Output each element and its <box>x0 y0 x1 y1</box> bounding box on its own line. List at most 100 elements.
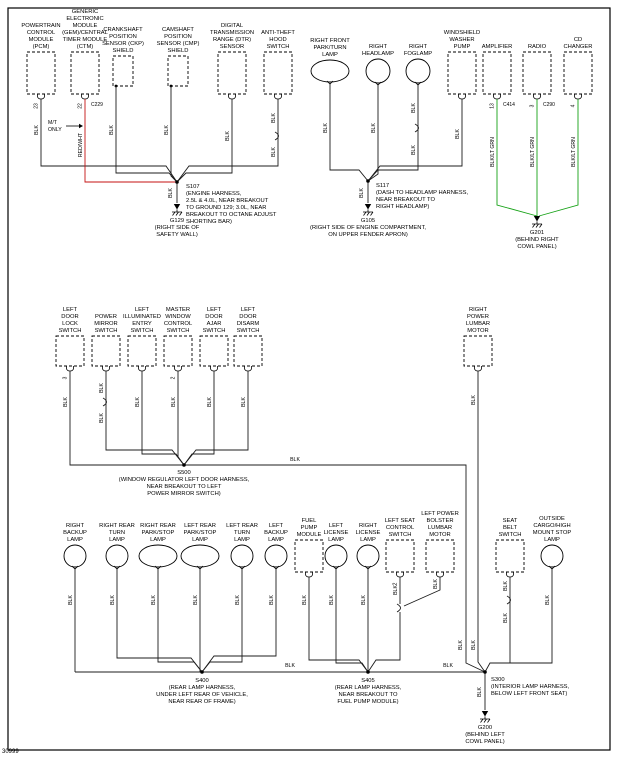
component-label: MODULE <box>29 37 54 43</box>
connector-label: C414 <box>503 102 515 108</box>
component-label: ANTI-THEFT <box>261 30 295 36</box>
wire-color-label: BLK/LT GRN <box>530 137 536 167</box>
component-label: CD <box>574 37 582 43</box>
junction-label-S300: S300(INTERIOR LAMP HARNESS,BELOW LEFT FR… <box>491 677 570 697</box>
lamp-symbol <box>230 544 254 568</box>
component-box <box>55 335 85 367</box>
component-label: LAMP <box>234 537 250 543</box>
junction-note-line: S405 <box>361 678 375 684</box>
wire-color-label: BLK <box>235 595 241 605</box>
component-label: SWITCH <box>131 328 154 334</box>
wire-color-label: BLK <box>63 397 69 407</box>
component-label: PARK/STOP <box>184 530 217 536</box>
wire-color-label: BLK <box>241 397 247 407</box>
page-id: 30999 <box>2 749 19 755</box>
component-label: SWITCH <box>95 328 118 334</box>
junction-note-line: NEAR BREAKOUT TO <box>339 692 398 698</box>
component-label: RIGHT <box>359 523 377 529</box>
ground-symbol-icon <box>172 209 183 216</box>
junction-label-S400: S400(REAR LAMP HARNESS,UNDER LEFT REAR O… <box>156 678 248 705</box>
component-label: POWER <box>95 314 117 320</box>
lamp-symbol <box>310 59 350 83</box>
connector-stub <box>458 94 466 100</box>
wire-color-label: BLK <box>168 188 174 198</box>
component-label: SWITCH <box>237 328 260 334</box>
connector-stub <box>228 94 236 100</box>
component-label: PUMP <box>454 44 471 50</box>
component-label: RADIO <box>528 44 547 50</box>
wire-color-label: BLK <box>151 595 157 605</box>
ground-label: ON UPPER FENDER APRON) <box>328 232 408 238</box>
component-label: DOOR <box>205 314 222 320</box>
component-box <box>233 335 263 367</box>
wire-color-label: BLK <box>455 129 461 139</box>
component-label: SHIELD <box>113 48 134 54</box>
component-label: (PCM) <box>33 44 50 50</box>
junction-note-line: BREAKOUT TO OCTANE ADJUST <box>186 212 277 218</box>
component-label: MODULE <box>297 532 322 538</box>
connector-label: C229 <box>91 102 103 108</box>
component-label: LAMP <box>322 52 338 58</box>
wire <box>496 99 538 217</box>
component-label: LEFT <box>269 523 284 529</box>
component-box <box>447 51 477 95</box>
connector-stub <box>174 366 182 372</box>
component-label: LAMP <box>150 537 166 543</box>
wire-color-label: BLK <box>171 397 177 407</box>
wire-color-label: BLK <box>290 457 300 463</box>
wire-color-label: BLK <box>225 131 231 141</box>
component-label: MOTOR <box>467 328 488 334</box>
connector-stub <box>102 366 110 372</box>
junction-note-line: BELOW LEFT FRONT SEAT) <box>491 691 567 697</box>
wire <box>484 577 511 673</box>
junction-note-line: NEAR REAR OF FRAME) <box>168 699 235 705</box>
component-label: GENERIC <box>72 9 98 15</box>
ground-label: SAFETY WALL) <box>156 232 198 238</box>
wire <box>183 371 215 466</box>
pin-number: 3 <box>63 376 69 379</box>
ground-G105: G105(RIGHT SIDE OF ENGINE COMPARTMENT,ON… <box>310 204 426 238</box>
wire-color-label: BLK <box>271 147 277 157</box>
component-label: PARK/TURN <box>313 45 346 51</box>
ground-label: G129 <box>170 218 184 224</box>
shield-box <box>167 55 189 87</box>
wire-color-label: BLK <box>207 397 213 407</box>
component-box <box>463 335 493 367</box>
wire-color-label: BLK <box>393 585 399 595</box>
wire-color-label: BLK <box>285 663 295 669</box>
component-box <box>522 51 552 95</box>
component-box <box>199 335 229 367</box>
component-label: LAMP <box>544 537 560 543</box>
page-border <box>7 7 611 751</box>
wire-color-label: BLK <box>99 383 105 393</box>
wire-color-label: BLK <box>271 113 277 123</box>
junction-note-line: S117 <box>376 183 389 189</box>
component-label: MOUNT STOP <box>533 530 572 536</box>
component-label: POWER <box>467 314 489 320</box>
junction-note-line: S500 <box>177 470 191 476</box>
component-box <box>482 51 512 95</box>
junction-dot <box>366 670 370 674</box>
lamp-symbol <box>105 544 129 568</box>
connector-stub <box>396 572 404 578</box>
lamp-symbol <box>365 58 391 84</box>
ground-symbol-icon <box>480 716 491 723</box>
component-label: CRANKSHAFT <box>103 27 143 33</box>
component-label: LUMBAR <box>428 525 452 531</box>
component-box <box>385 539 415 573</box>
component-label: WINDOW <box>165 314 191 320</box>
lamp-symbol <box>264 544 288 568</box>
